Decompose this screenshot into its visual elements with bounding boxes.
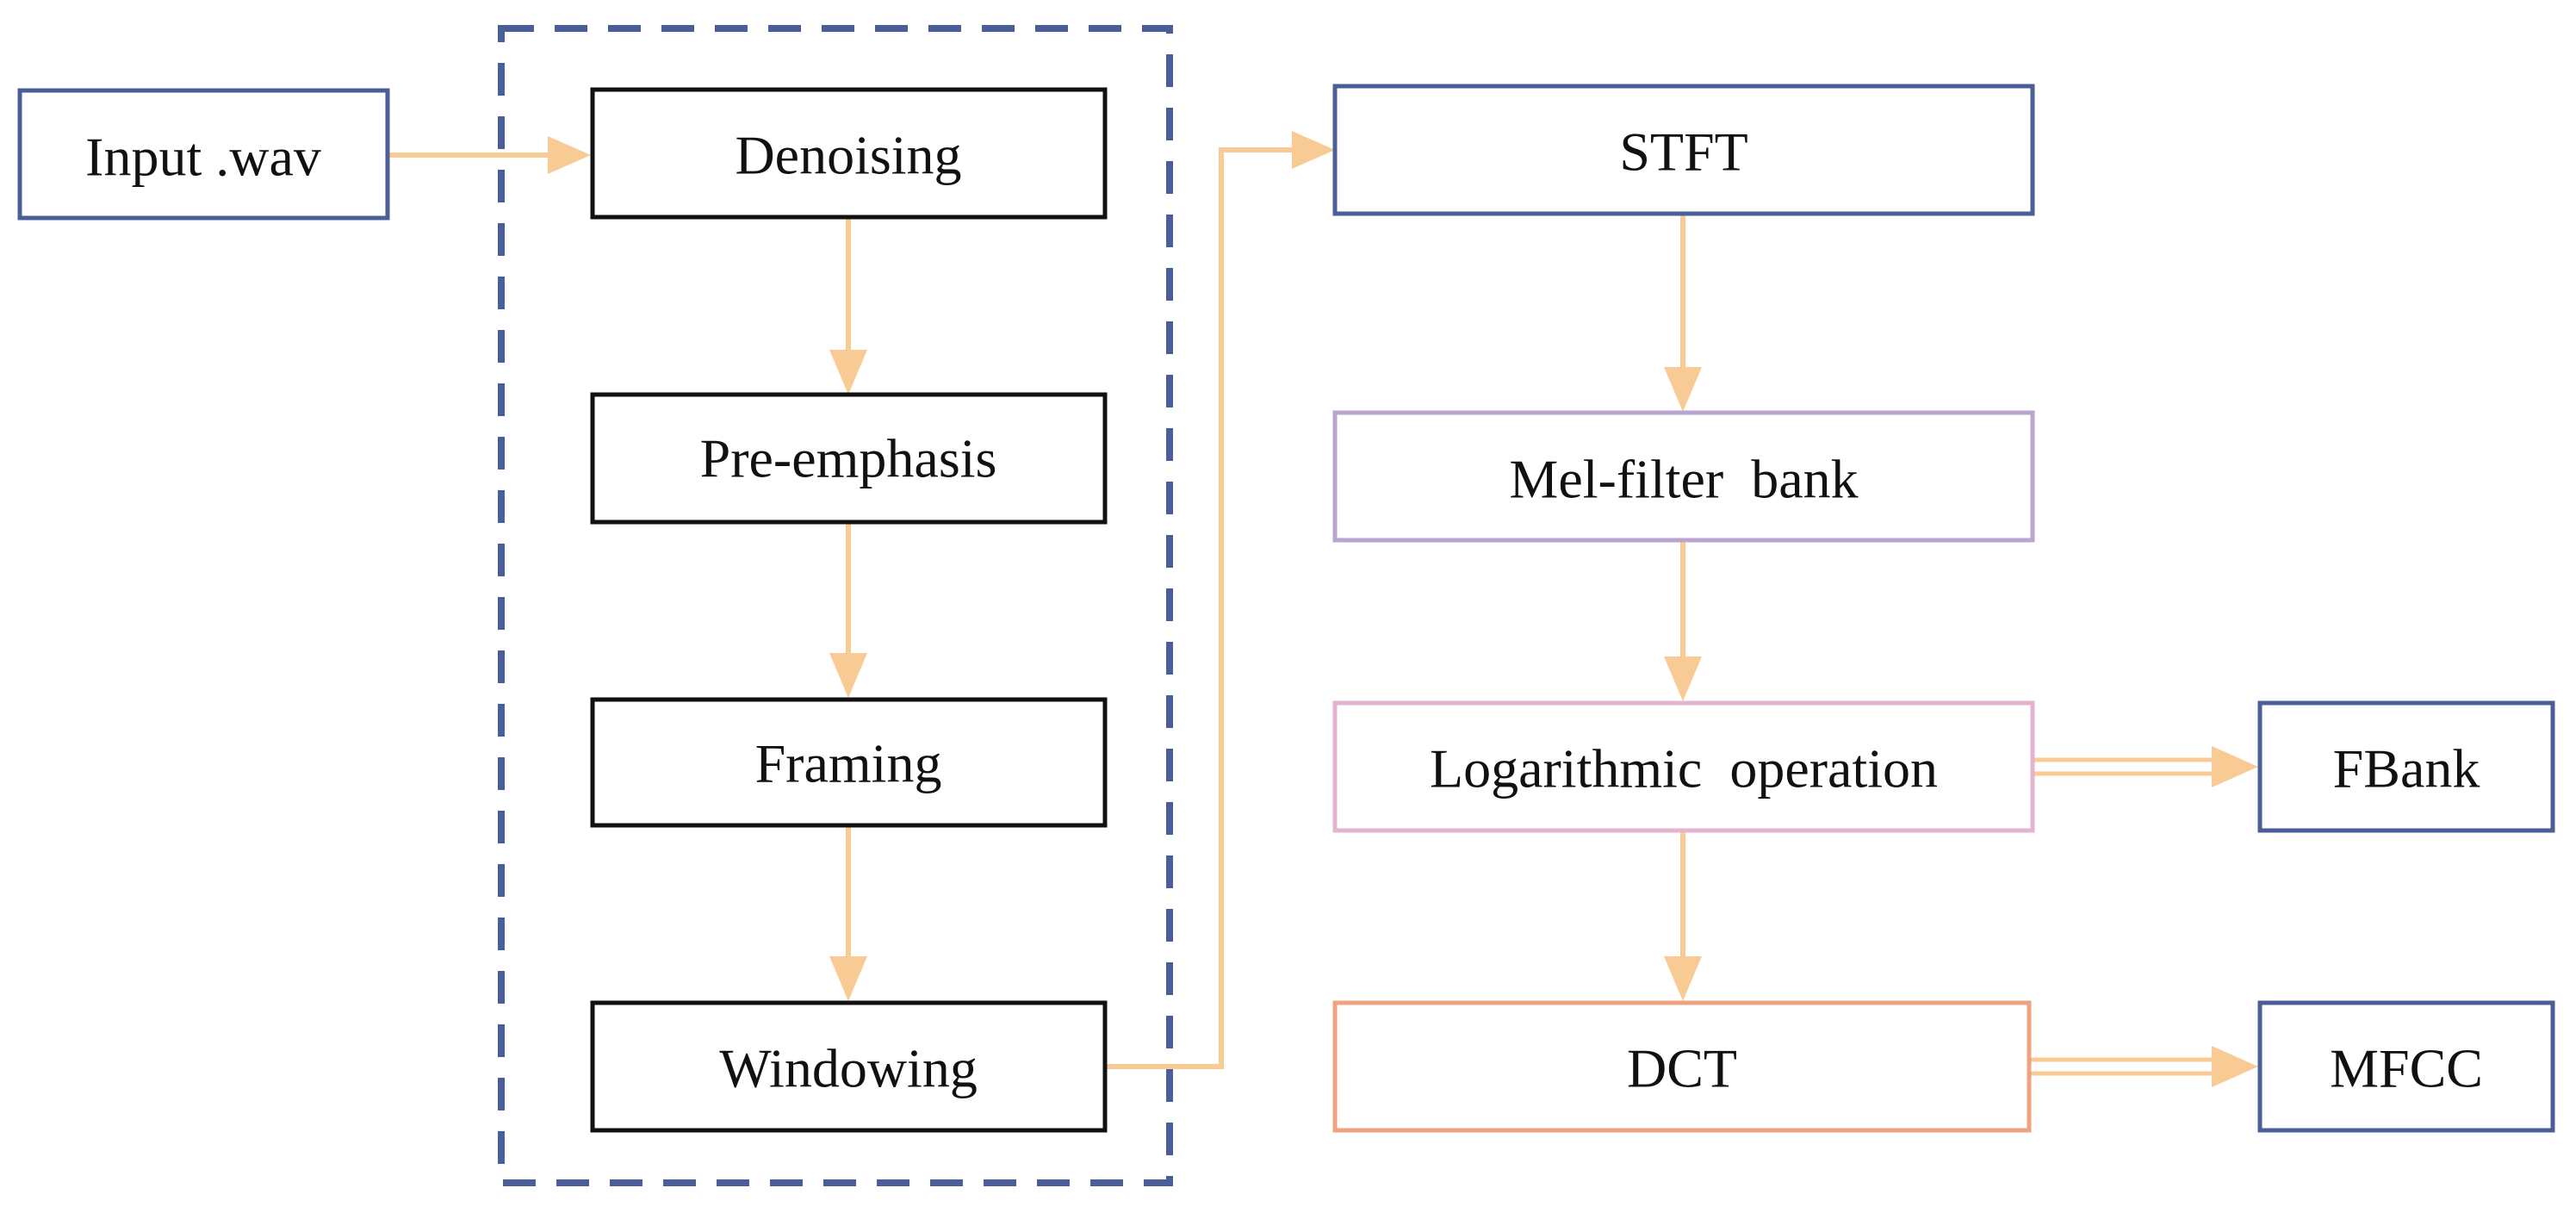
node-framing: Framing xyxy=(590,697,1108,828)
node-denoising: Denoising xyxy=(590,87,1108,220)
node-dct-label: DCT xyxy=(1627,1038,1737,1099)
node-mfcc-label: MFCC xyxy=(2330,1038,2483,1099)
arrow-framing-to-windowing xyxy=(829,827,867,1001)
connectors xyxy=(388,131,2258,1087)
node-windowing: Windowing xyxy=(590,1000,1108,1133)
node-mel-filter-bank-label: Mel-filter bank xyxy=(1509,449,1858,510)
node-framing-label: Framing xyxy=(755,733,942,794)
arrow-logarithmic-to-dct xyxy=(1664,832,1702,1001)
arrow-input-to-denoising xyxy=(388,136,591,174)
node-pre-emphasis-label: Pre-emphasis xyxy=(700,428,997,489)
preprocessing-group-border xyxy=(498,25,1173,1186)
arrow-pre-emphasis-to-framing xyxy=(829,524,867,698)
node-input-wav: Input .wav xyxy=(17,88,390,221)
node-dct: DCT xyxy=(1332,1000,2032,1133)
node-stft-label: STFT xyxy=(1619,121,1747,183)
node-fbank-label: FBank xyxy=(2333,738,2480,799)
node-windowing-label: Windowing xyxy=(719,1038,978,1099)
node-denoising-label: Denoising xyxy=(735,125,961,186)
arrow-denoising-to-pre-emphasis xyxy=(829,219,867,395)
arrow-windowing-to-stft xyxy=(1106,131,1335,1069)
node-logarithmic-operation-label: Logarithmic operation xyxy=(1430,738,1938,799)
node-pre-emphasis: Pre-emphasis xyxy=(590,392,1108,525)
arrow-dct-to-mfcc xyxy=(2031,1046,2258,1087)
node-input-wav-label: Input .wav xyxy=(85,127,321,188)
node-stft: STFT xyxy=(1332,84,2035,216)
arrow-mel-to-logarithmic xyxy=(1664,541,1702,701)
node-fbank: FBank xyxy=(2257,700,2555,833)
node-logarithmic-operation: Logarithmic operation xyxy=(1332,700,2035,833)
node-mfcc: MFCC xyxy=(2257,1000,2555,1133)
arrow-logarithmic-to-fbank xyxy=(2034,746,2258,787)
node-mel-filter-bank: Mel-filter bank xyxy=(1332,410,2035,543)
arrow-stft-to-mel-filter-bank xyxy=(1664,215,1702,412)
